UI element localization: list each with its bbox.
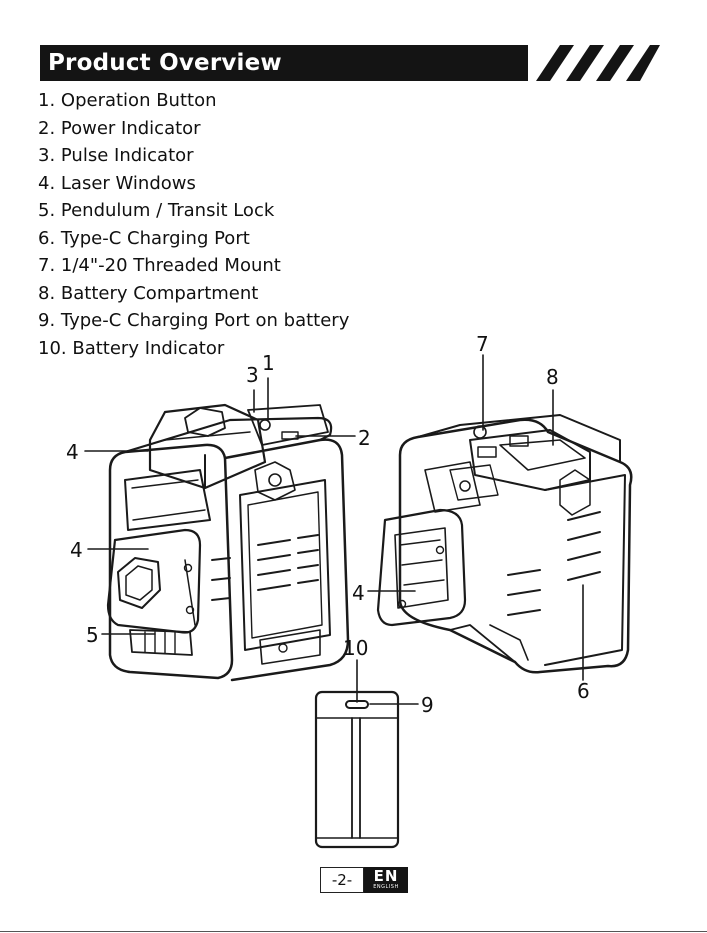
callout-5: 5 <box>86 624 99 646</box>
bottom-divider <box>0 931 707 932</box>
callout-8: 8 <box>546 366 559 388</box>
language-code: EN <box>364 867 408 884</box>
callout-1: 1 <box>262 352 275 374</box>
leader-lines <box>85 355 583 704</box>
callout-10: 10 <box>343 637 368 659</box>
callout-4-side: 4 <box>70 539 83 561</box>
callout-4-top: 4 <box>66 441 79 463</box>
callout-9: 9 <box>421 694 434 716</box>
callout-4-right: 4 <box>352 582 365 604</box>
callout-2: 2 <box>358 427 371 449</box>
left-laser-unit <box>108 405 348 680</box>
language-badge: EN ENGLISH <box>364 867 408 893</box>
battery-pack <box>316 692 398 847</box>
page-number: -2- <box>320 867 364 893</box>
callout-3: 3 <box>246 364 259 386</box>
right-laser-unit <box>378 415 631 672</box>
callout-7: 7 <box>476 333 489 355</box>
page-footer: -2- EN ENGLISH <box>320 867 408 893</box>
language-name: ENGLISH <box>364 884 408 890</box>
callout-6: 6 <box>577 680 590 702</box>
